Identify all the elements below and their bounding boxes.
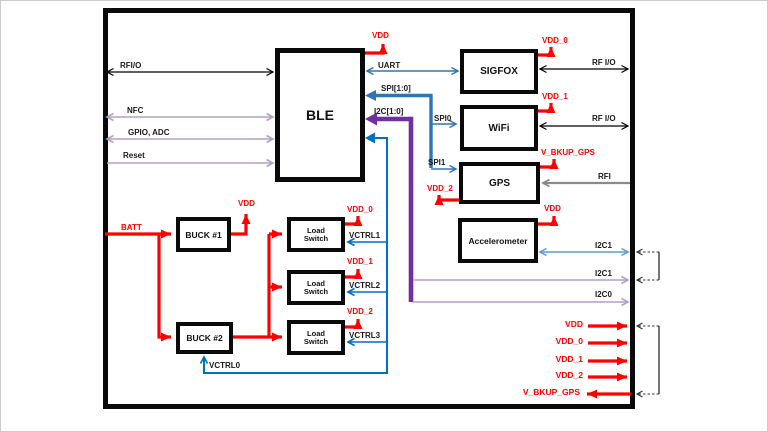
signal-label-spi0: SPI0 <box>434 114 452 123</box>
load-switch-1-block: Load Switch <box>287 217 345 252</box>
signal-label-i2c1: I2C1 <box>595 269 612 278</box>
power-label-vdd-accel: VDD <box>544 204 561 213</box>
load-switch-2-label-line2: Switch <box>303 286 329 296</box>
signal-label-spi-bus: SPI[1:0] <box>381 84 411 93</box>
spi-bus-lines <box>365 90 458 174</box>
signal-label-spi1: SPI1 <box>428 158 446 167</box>
power-label-vdd0-ls1: VDD_0 <box>347 205 373 214</box>
ble-block-label: BLE <box>306 107 334 123</box>
signal-label-rfio-sigfox: RF I/O <box>592 58 616 67</box>
load-switch-1-label-line1: Load <box>307 225 325 235</box>
rail-label-vdd1: VDD_1 <box>555 354 583 364</box>
rail-label-vbkup: V_BKUP_GPS <box>522 387 580 397</box>
load-switch-3-label-line2: Switch <box>303 336 329 346</box>
signal-label-i2c0: I2C0 <box>595 290 612 299</box>
i2c-bus-lines <box>365 112 630 307</box>
signal-label-nfc: NFC <box>127 106 144 115</box>
power-label-vbkup-gps: V_BKUP_GPS <box>541 148 595 157</box>
signal-label-reset: Reset <box>123 151 145 160</box>
diagram-border <box>103 8 635 409</box>
signal-label-vctrl2: VCTRL2 <box>349 281 381 290</box>
buck1-block-label: BUCK #1 <box>185 229 222 240</box>
power-label-vdd1-wifi: VDD_1 <box>542 92 568 101</box>
external-jumper-vdd-vbkup <box>635 322 660 398</box>
power-label-vdd0-sigfox: VDD_0 <box>542 36 568 45</box>
rail-label-vdd: VDD <box>565 319 583 329</box>
signal-label-i2c-bus: I2C[1:0] <box>374 107 404 116</box>
gps-block: GPS <box>459 162 540 204</box>
wifi-block: WiFi <box>460 105 538 151</box>
signal-label-vctrl3: VCTRL3 <box>349 331 381 340</box>
signal-label-gpio-adc: GPIO, ADC <box>128 128 170 137</box>
buck2-block: BUCK #2 <box>176 322 233 354</box>
accelerometer-block: Accelerometer <box>458 218 538 263</box>
gps-block-label: GPS <box>488 177 511 189</box>
power-label-vdd-ble: VDD <box>372 31 389 40</box>
vctrl-lines <box>199 132 388 374</box>
load-switch-3-label-line1: Load <box>307 328 325 338</box>
signal-label-vctrl0: VCTRL0 <box>209 361 241 370</box>
signal-label-vctrl1: VCTRL1 <box>349 231 381 240</box>
power-label-vdd-buck1: VDD <box>238 199 255 208</box>
accelerometer-block-label: Accelerometer <box>468 235 528 246</box>
sigfox-block-label: SIGFOX <box>480 66 518 77</box>
buck2-block-label: BUCK #2 <box>186 333 223 343</box>
signal-label-rfio-wifi: RF I/O <box>592 114 616 123</box>
load-switch-3-block: Load Switch <box>287 320 345 355</box>
signal-label-i2c1-accel: I2C1 <box>595 241 612 250</box>
signal-label-rfi-gps: RFI <box>598 172 611 181</box>
power-lines <box>105 44 631 399</box>
power-label-vdd2-ls3: VDD_2 <box>347 307 373 316</box>
load-switch-2-block: Load Switch <box>287 270 345 305</box>
sigfox-block: SIGFOX <box>460 49 538 94</box>
left-signal-lines <box>105 67 275 168</box>
rail-label-vdd0: VDD_0 <box>555 336 583 346</box>
load-switch-2-label-line1: Load <box>307 278 325 288</box>
rf-lines <box>538 64 630 257</box>
power-label-vdd2-gps: VDD_2 <box>427 184 453 193</box>
buck1-block: BUCK #1 <box>176 217 231 252</box>
ble-block: BLE <box>275 48 365 182</box>
power-label-vdd1-ls2: VDD_1 <box>347 257 373 266</box>
external-jumper-i2c1 <box>635 248 660 284</box>
load-switch-1-label-line2: Switch <box>303 233 329 243</box>
signal-label-rfio-left: RFI/O <box>120 61 142 70</box>
signal-label-batt: BATT <box>121 223 142 232</box>
rail-label-vdd2: VDD_2 <box>555 370 583 380</box>
signal-label-uart: UART <box>378 61 401 70</box>
wifi-block-label: WiFi <box>488 122 510 134</box>
